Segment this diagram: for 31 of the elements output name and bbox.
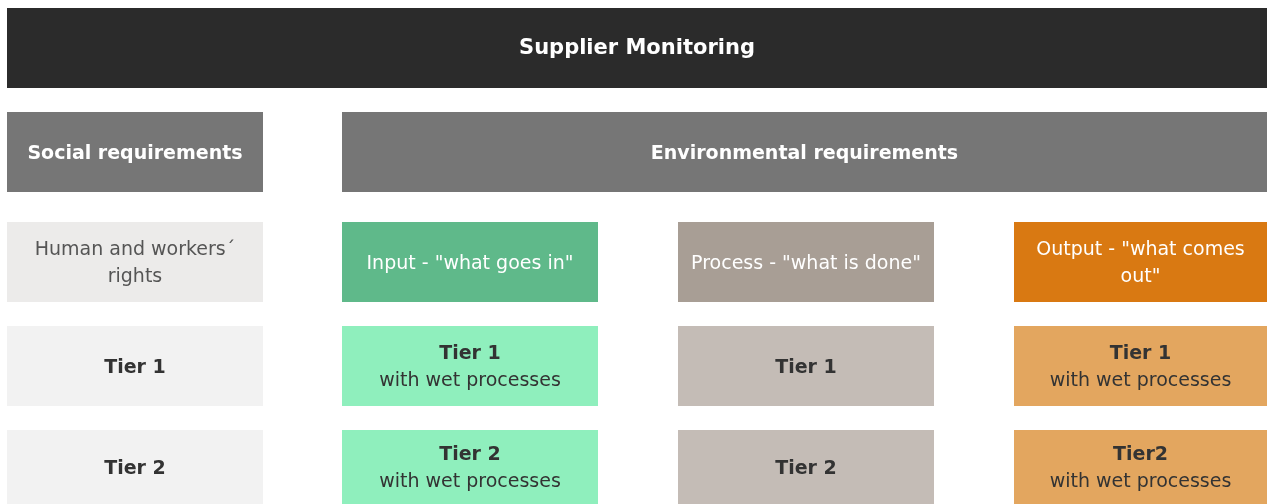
card-heading: Tier 1 — [775, 353, 837, 379]
card-heading: Tier 1 — [439, 340, 501, 366]
card-text: with wet processes — [379, 367, 561, 392]
requirement-card — [678, 222, 934, 302]
tier-card — [1014, 326, 1267, 406]
card-heading: Tier2 — [1113, 441, 1168, 467]
card-heading: Tier 1 — [104, 353, 166, 379]
tier-card — [342, 326, 598, 406]
card-heading: Tier 2 — [439, 441, 501, 467]
card-heading: Process - "what is done" — [691, 249, 921, 275]
card-heading: Input - "what goes in" — [366, 249, 574, 275]
tier-card — [678, 326, 934, 406]
card-heading: Supplier Monitoring — [519, 34, 755, 62]
card-text: with wet processes — [1049, 367, 1232, 392]
card-heading: Environmental requirements — [650, 139, 959, 165]
card-heading: Tier 1 — [1109, 340, 1172, 366]
category-header — [342, 112, 1267, 192]
tier-card — [342, 430, 598, 504]
card-text: with wet processes — [1049, 468, 1232, 493]
tier-card — [1014, 430, 1267, 504]
requirement-card — [342, 222, 598, 302]
requirement-card — [1014, 222, 1267, 302]
card-text: with wet processes — [379, 468, 561, 493]
card-heading: Tier 2 — [104, 454, 166, 480]
category-header — [7, 112, 263, 192]
card-heading: Tier 2 — [775, 454, 837, 480]
card-heading: Social requirements — [27, 139, 243, 165]
card-heading: Output - "what comes out" — [1035, 236, 1246, 288]
header-bar — [7, 8, 1267, 88]
tier-card — [678, 430, 934, 504]
card-heading: Human and workers´ rights — [33, 236, 237, 288]
